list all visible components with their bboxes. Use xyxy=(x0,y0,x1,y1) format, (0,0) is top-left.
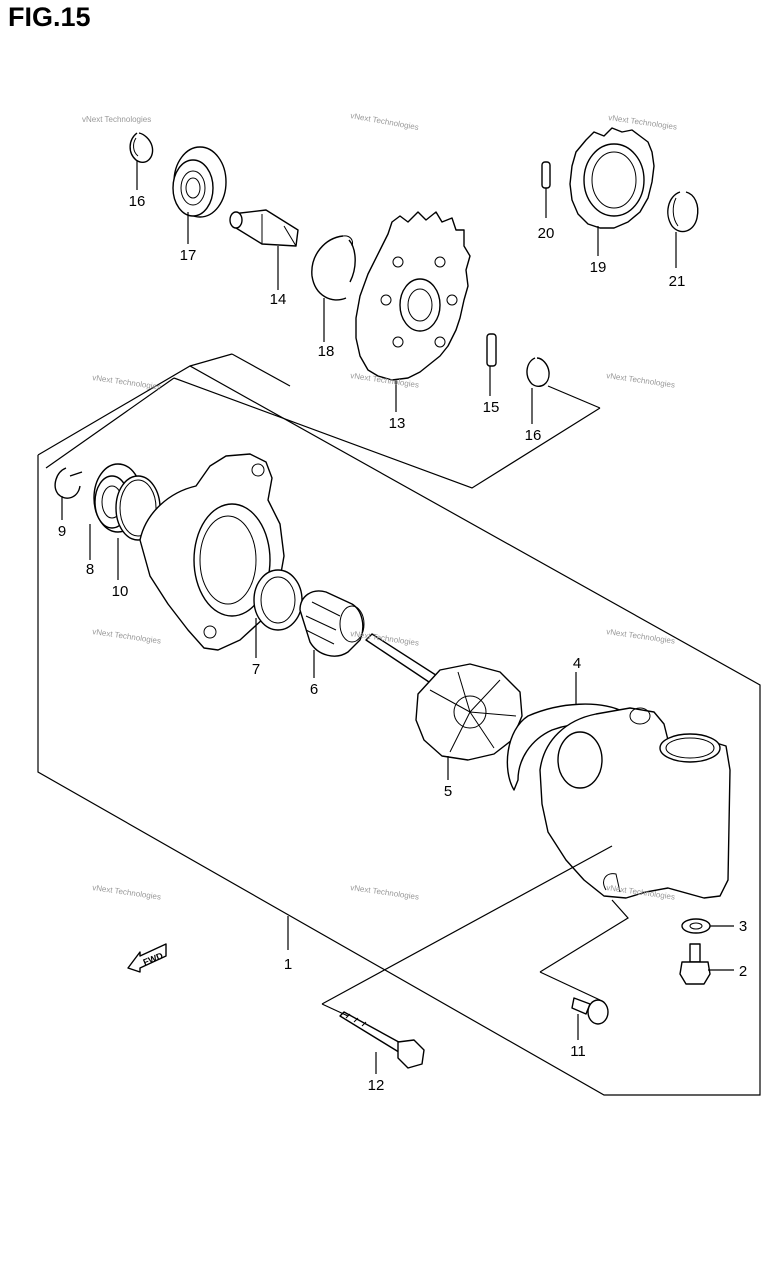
watermark: vNext Technologies xyxy=(82,115,151,124)
watermark: vNext Technologies xyxy=(608,113,678,132)
part-6-seal xyxy=(299,590,365,657)
callout-8: 8 xyxy=(86,561,94,578)
figure-title: FIG.15 xyxy=(8,2,91,32)
watermark: vNext Technologies xyxy=(350,883,420,902)
watermark: vNext Technologies xyxy=(92,373,162,392)
part-7-seal xyxy=(253,569,303,631)
callout-12: 12 xyxy=(368,1077,385,1094)
callout-7: 7 xyxy=(252,661,260,678)
watermark: vNext Technologies xyxy=(606,371,676,390)
watermark: vNext Technologies xyxy=(606,627,676,646)
callout-14: 14 xyxy=(270,291,287,308)
part-5-impeller xyxy=(365,633,523,761)
assembly-outline xyxy=(37,353,761,1096)
callout-19: 19 xyxy=(590,259,607,276)
part-4-gasket xyxy=(506,703,627,791)
callout-labels: 16 17 14 18 13 15 16 20 19 21 9 8 10 7 6… xyxy=(58,193,747,1094)
callout-16b: 16 xyxy=(525,427,542,444)
part-2-bolt xyxy=(679,943,711,985)
callout-4: 4 xyxy=(573,655,581,672)
part-19-gear-ring xyxy=(569,127,655,229)
callout-3: 3 xyxy=(739,918,747,935)
part-13-gear xyxy=(355,211,471,381)
part-9-clip xyxy=(54,467,83,499)
part-17-bearing xyxy=(172,146,227,218)
callout-2: 2 xyxy=(739,963,747,980)
callout-10: 10 xyxy=(112,583,129,600)
callout-1: 1 xyxy=(284,956,292,973)
callout-15: 15 xyxy=(483,399,500,416)
watermark: vNext Technologies xyxy=(92,627,162,646)
part-16-circlip-right xyxy=(526,357,550,388)
callout-9: 9 xyxy=(58,523,66,540)
part-12-bolt xyxy=(339,1011,425,1069)
callout-16: 16 xyxy=(129,193,146,210)
callout-21: 21 xyxy=(669,273,686,290)
watermark: vNext Technologies xyxy=(350,111,420,132)
part-16-circlip xyxy=(129,132,154,164)
part-11-screw xyxy=(571,997,609,1025)
callout-11: 11 xyxy=(570,1043,586,1060)
sub-assembly-outline xyxy=(45,353,601,489)
callout-6: 6 xyxy=(310,681,318,698)
fwd-arrow-icon: FWD xyxy=(127,943,167,973)
part-21-circlip xyxy=(667,191,699,233)
callout-20: 20 xyxy=(538,225,555,242)
part-20-pin xyxy=(541,161,551,189)
part-3-washer xyxy=(681,918,711,934)
part-15-pin xyxy=(486,333,497,367)
callout-13: 13 xyxy=(389,415,406,432)
part-7-housing xyxy=(139,453,285,651)
leader-lines xyxy=(61,160,734,1074)
callout-18: 18 xyxy=(318,343,335,360)
watermark: vNext Technologies xyxy=(92,883,162,902)
callout-17: 17 xyxy=(180,247,197,264)
part-4-pump-body xyxy=(539,707,731,899)
part-18-circlip xyxy=(311,235,356,301)
callout-5: 5 xyxy=(444,783,452,800)
part-14-shaft xyxy=(229,209,299,247)
